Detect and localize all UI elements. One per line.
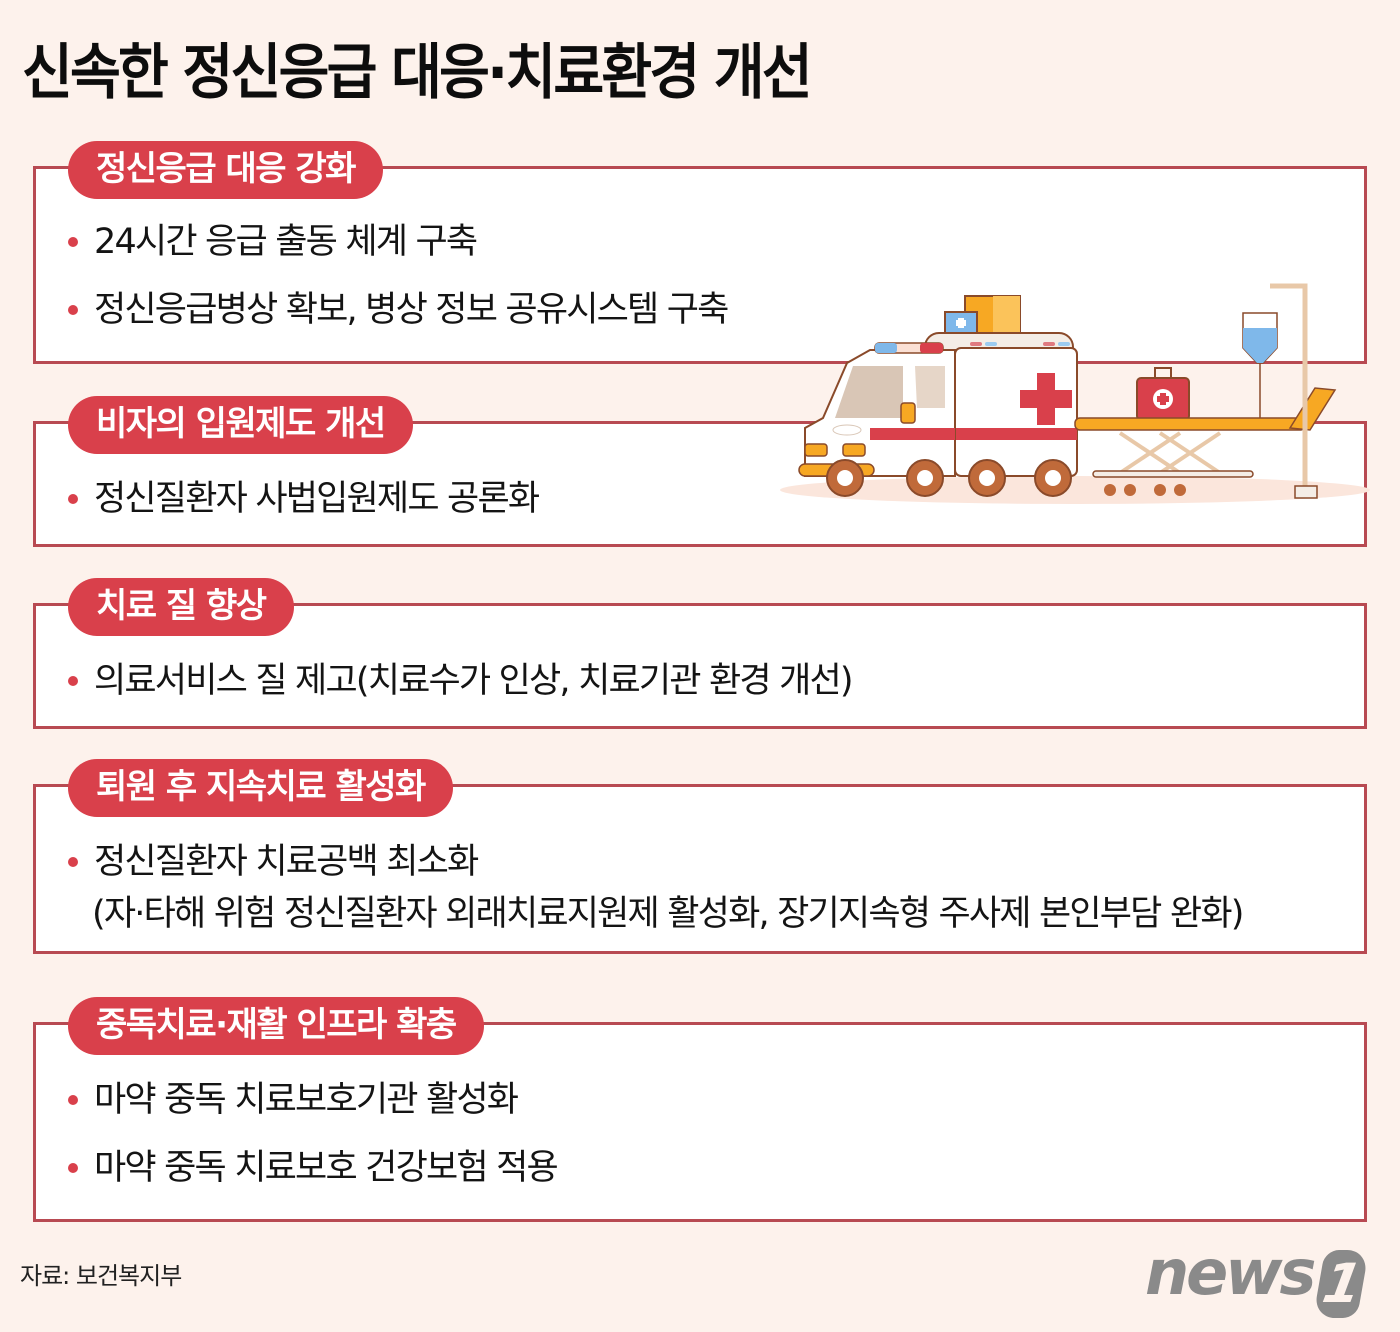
- page-title: 신속한 정신응급 대응·치료환경 개선: [22, 38, 813, 108]
- logo-text: news: [1145, 1236, 1316, 1309]
- section-involuntary-admission: 비자의 입원제도 개선 정신질환자 사법입원제도 공론화: [33, 396, 1367, 547]
- ambulance-icon: [798, 332, 1078, 497]
- list-item: 정신응급병상 확보, 병상 정보 공유시스템 구축: [66, 287, 1344, 333]
- ambulance-illustration: [780, 283, 1370, 504]
- bullet-icon: [68, 1163, 78, 1173]
- first-aid-kit-icon: [1136, 367, 1190, 421]
- medicine-box-icon: [944, 295, 1021, 335]
- source-caption: 자료: 보건복지부: [20, 1262, 182, 1290]
- list-item: 마약 중독 치료보호 건강보험 적용: [66, 1145, 1344, 1191]
- section-addiction-rehab: 중독치료·재활 인프라 확충 마약 중독 치료보호기관 활성화 마약 중독 치료…: [33, 997, 1367, 1222]
- bullet-icon: [68, 237, 78, 247]
- iv-drip-icon: [1242, 283, 1318, 499]
- bullet-icon: [68, 305, 78, 315]
- list-item-detail: (자·타해 위험 정신질환자 외래치료지원제 활성화, 장기지속형 주사제 본인…: [92, 894, 1244, 934]
- list-item: 정신질환자 치료공백 최소화 (자·타해 위험 정신질환자 외래치료지원제 활성…: [66, 839, 1344, 937]
- bullet-icon: [68, 1095, 78, 1105]
- red-cross-icon: [1020, 373, 1072, 425]
- section-label: 비자의 입원제도 개선: [68, 396, 413, 454]
- list-item: 정신질환자 사법입원제도 공론화: [66, 476, 1344, 522]
- list-item: 의료서비스 질 제고(치료수가 인상, 치료기관 환경 개선): [66, 658, 1344, 704]
- section-label: 치료 질 향상: [68, 578, 294, 636]
- section-label: 퇴원 후 지속치료 활성화: [68, 759, 453, 817]
- section-label: 정신응급 대응 강화: [68, 141, 383, 199]
- bullet-icon: [68, 494, 78, 504]
- list-item: 마약 중독 치료보호기관 활성화: [66, 1077, 1344, 1123]
- list-item: 24시간 응급 출동 체계 구축: [66, 219, 1344, 265]
- bullet-icon: [68, 857, 78, 867]
- section-treatment-quality: 치료 질 향상 의료서비스 질 제고(치료수가 인상, 치료기관 환경 개선): [33, 578, 1367, 729]
- section-post-discharge-care: 퇴원 후 지속치료 활성화 정신질환자 치료공백 최소화 (자·타해 위험 정신…: [33, 759, 1367, 954]
- section-label: 중독치료·재활 인프라 확충: [68, 997, 484, 1055]
- stretcher-icon: [1074, 387, 1337, 496]
- section-emergency-response: 정신응급 대응 강화 24시간 응급 출동 체계 구축 정신응급병상 확보, 병…: [33, 141, 1367, 364]
- logo-number: 1: [1313, 1250, 1370, 1318]
- bullet-icon: [68, 676, 78, 686]
- news1-logo: news1: [1145, 1236, 1370, 1318]
